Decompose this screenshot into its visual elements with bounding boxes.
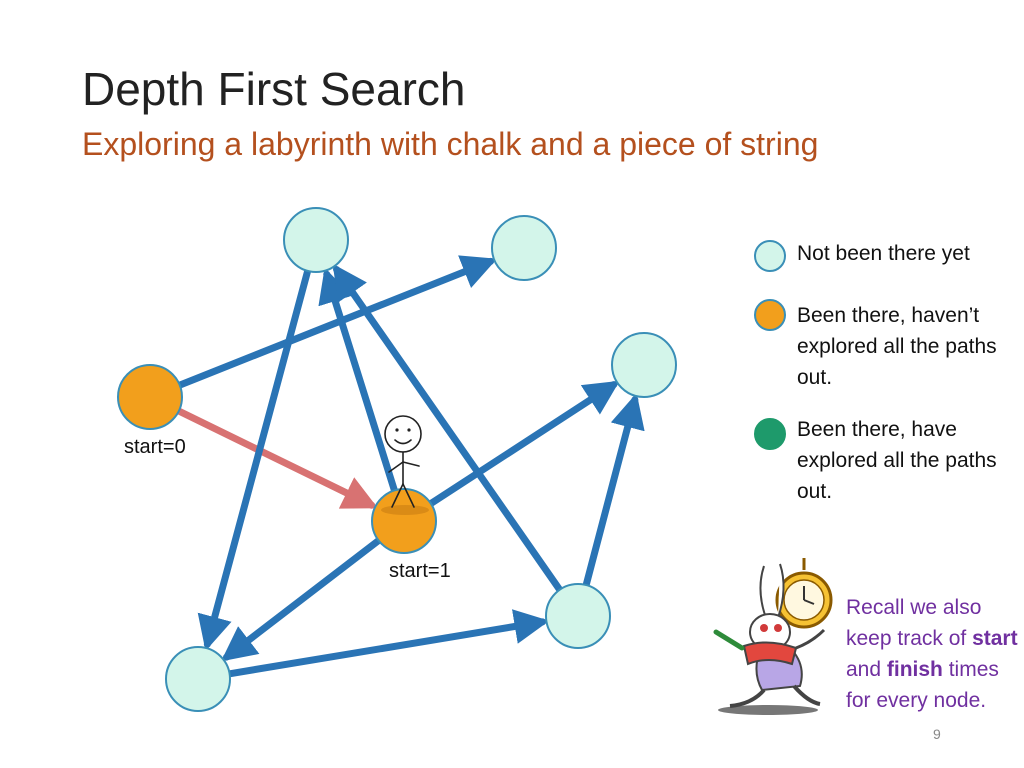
edge-bottom_right-to-top_left (332, 263, 564, 594)
node-left (117, 364, 183, 430)
page-number: 9 (933, 726, 941, 742)
node-bottom-left (165, 646, 231, 712)
edge-center-to-bottom_left (221, 536, 383, 662)
edge-top_left-to-bottom_left (197, 267, 312, 651)
node-mid-right (611, 332, 677, 398)
note-start-word: start (972, 627, 1018, 650)
note-finish-word: finish (886, 658, 943, 681)
node-label-left: start=0 (124, 436, 186, 458)
stick-figure-icon (381, 415, 429, 515)
note-part-1: Recall we also keep track of (846, 596, 982, 650)
slide-subtitle: Exploring a labyrinth with chalk and a p… (82, 126, 819, 162)
edge-center-to-mid_right (427, 380, 620, 508)
legend-text-not-visited: Not been there yet (797, 242, 970, 265)
edge-left-to-center (175, 407, 378, 509)
edge-bottom_right-to-mid_right (582, 393, 645, 589)
slide-title: Depth First Search (82, 63, 466, 115)
note-part-2: and (846, 658, 887, 681)
legend-dot-in-progress (754, 299, 786, 331)
node-top-left (283, 207, 349, 273)
legend-text-in-progress: Been there, haven’t explored all the pat… (797, 304, 997, 389)
edge-bottom_left-to-bottom_right (226, 609, 550, 678)
legend-text-done: Been there, have explored all the paths … (797, 418, 997, 503)
legend-dot-not-visited (754, 240, 786, 272)
edges-layer (175, 255, 645, 678)
legend-dot-done (754, 418, 786, 450)
note-text: Recall we also keep track of start and f… (846, 592, 1022, 716)
node-center (371, 488, 437, 554)
white-rabbit-icon (713, 558, 833, 715)
edge-center-to-top_left (318, 267, 398, 494)
nodes-layer (117, 207, 677, 712)
edge-left-to-top_right (176, 255, 498, 389)
note-part-3: times for every node. (846, 658, 999, 712)
node-top-right (491, 215, 557, 281)
node-label-center: start=1 (389, 560, 451, 582)
node-bottom-right (545, 583, 611, 649)
